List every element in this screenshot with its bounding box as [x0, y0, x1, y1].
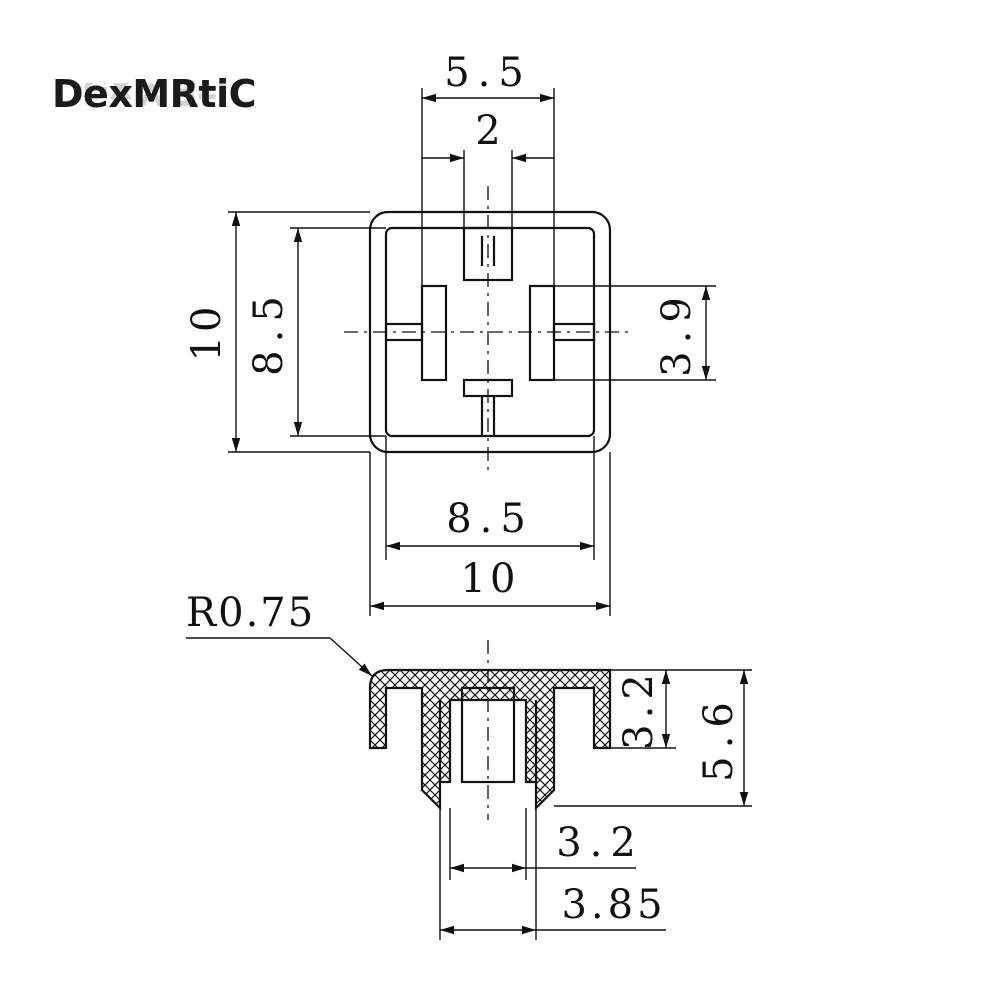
brand-logo: DexMRtiC: [52, 72, 256, 116]
dim-side-tab: 3.9: [654, 289, 700, 377]
dim-stem-width: 2: [475, 108, 500, 154]
stem-cavity: [460, 686, 516, 784]
dim-outer-width: 10: [461, 556, 520, 602]
top-view: [228, 88, 716, 616]
left-tab: [420, 284, 448, 382]
left-rib: [384, 322, 424, 342]
dim-radius: R0.75: [186, 590, 315, 636]
dim-inner-height: 8.5: [246, 288, 292, 376]
extension-lines: [228, 88, 716, 616]
side-dimension-lines: [186, 637, 749, 935]
dimension-lines: [231, 93, 711, 611]
top-stem: [462, 226, 514, 282]
dim-stem-outer: 3.85: [561, 882, 666, 928]
right-rib: [552, 322, 596, 342]
dim-stem-inner: 3.2: [556, 820, 644, 866]
bottom-stem: [462, 378, 514, 398]
dim-total-height: 5.6: [696, 694, 742, 782]
dim-inner-depth: 3.2: [616, 668, 662, 750]
dim-width-top: 5.5: [444, 50, 532, 96]
right-tab: [528, 284, 556, 382]
dim-outer-height: 10: [184, 303, 230, 362]
dim-inner-width: 8.5: [446, 496, 534, 542]
center-lines: [344, 186, 632, 470]
side-view: [186, 637, 752, 940]
cap-section: [368, 668, 612, 811]
